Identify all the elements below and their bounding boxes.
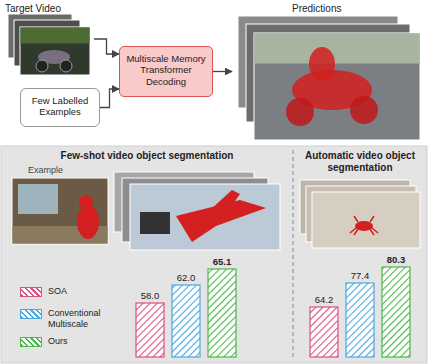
video-frame [254,33,420,140]
bar-value: 62.0 [166,272,206,283]
panel-heading: Automatic video object segmentation [294,146,426,362]
arrow-connector [213,71,232,72]
legend-swatch [20,287,42,297]
grey-panel [1,146,427,363]
node-text: Few-shot video object segmentation [6,150,288,162]
legend-row: Conventional Multiscale [20,308,112,330]
window [18,184,58,214]
bar [310,307,338,357]
node-text: Target Video [5,3,93,15]
target-video-frames [8,14,90,75]
mask [77,205,99,239]
bar [382,267,410,357]
bar [172,285,200,357]
mask [350,216,378,235]
fewshot-frames [114,172,280,250]
bar [136,303,164,357]
mask [79,195,93,209]
node-text: Predictions [292,3,421,15]
legend-row: SOA [20,286,112,297]
mask [309,47,335,81]
automatic-frames [300,180,420,248]
panel-label: Example [28,165,78,176]
foliage [21,28,90,44]
monitor [140,212,170,234]
legend-swatch [20,309,42,319]
bar [346,283,374,357]
video-frame [130,184,280,250]
example-image [12,178,108,244]
video-frame [20,27,90,75]
bar-value: 65.1 [202,256,242,267]
bar-chart [136,267,410,357]
video-input: Target Video [4,2,94,76]
legend-text: Conventional Multiscale [48,308,112,330]
input-box: Few Labelled Examples [20,88,100,127]
mask [286,98,314,126]
wheel [60,60,72,72]
dashed-divider [293,150,294,360]
legend-text: SOA [48,286,112,297]
photo [12,178,108,244]
panel-heading: Few-shot video object segmentation [2,146,292,362]
bar-value: 80.3 [376,254,416,265]
bar [208,269,236,357]
mask [210,190,240,214]
node-text: Automatic video object segmentation [298,150,422,174]
bar-value: 77.4 [340,270,380,281]
bar-value: 64.2 [304,294,344,305]
node-text: Few Labelled Examples [27,95,93,118]
wheel [36,60,48,72]
node-text: Multiscale Memory Transformer Decoding [126,53,206,87]
video-frame [312,192,420,248]
background [255,34,420,64]
video-output: Predictions [232,2,422,142]
arrow-connector [94,39,119,54]
bar-value: 58.0 [130,290,170,301]
mask [350,96,378,124]
legend-text: Ours [48,336,112,347]
legend-row: Ours [20,336,112,347]
process-box: Multiscale Memory Transformer Decoding [119,46,213,97]
arrow-connector [100,89,119,108]
prediction-frames [238,16,420,140]
legend-swatch [20,337,42,347]
